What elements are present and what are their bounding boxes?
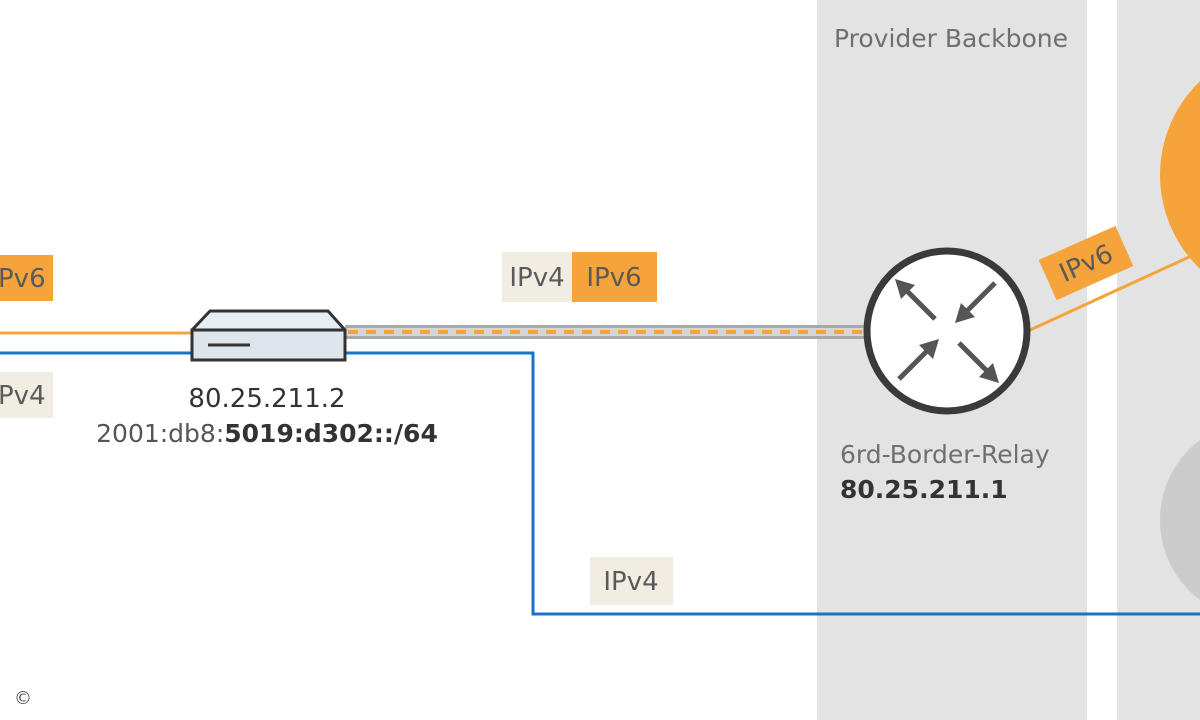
cpe-router-icon	[190, 309, 347, 362]
svg-text:Pv4: Pv4	[0, 381, 46, 411]
svg-text:IPv6: IPv6	[586, 263, 641, 293]
tunnel-ipv6-badge: IPv6	[572, 252, 657, 302]
ipv4-route	[345, 351, 1200, 616]
relay-ipv4-address: 80.25.211.1	[840, 475, 1008, 504]
tunnel-ipv4-badge: IPv4	[502, 252, 572, 302]
svg-text:Pv6: Pv6	[0, 264, 46, 294]
provider-backbone-label: Provider Backbone	[834, 24, 1068, 53]
copyright-mark: ©	[14, 688, 32, 709]
ipv4-cloud-circle	[1160, 440, 1200, 600]
svg-text:IPv4: IPv4	[603, 567, 658, 597]
cpe-ipv4-address: 80.25.211.2	[188, 384, 345, 414]
bottom-ipv4-badge: IPv4	[590, 557, 673, 605]
cpe-ipv6-prefix-bold: 5019:d302::/64	[224, 419, 438, 448]
svg-text:IPv4: IPv4	[509, 263, 564, 293]
left-ipv4-badge: Pv4	[0, 372, 53, 418]
cpe-ipv6-prefix-plain: 2001:db8:	[96, 419, 224, 448]
relay-name: 6rd-Border-Relay	[840, 440, 1050, 469]
left-ipv6-badge: Pv6	[0, 255, 53, 301]
border-relay-router-icon	[863, 247, 1031, 415]
ipv6-cloud-circle	[1160, 81, 1200, 269]
cpe-ipv6-prefix: 2001:db8:5019:d302::/64	[96, 419, 438, 448]
ipv6-link-diagonal	[1029, 250, 1200, 332]
